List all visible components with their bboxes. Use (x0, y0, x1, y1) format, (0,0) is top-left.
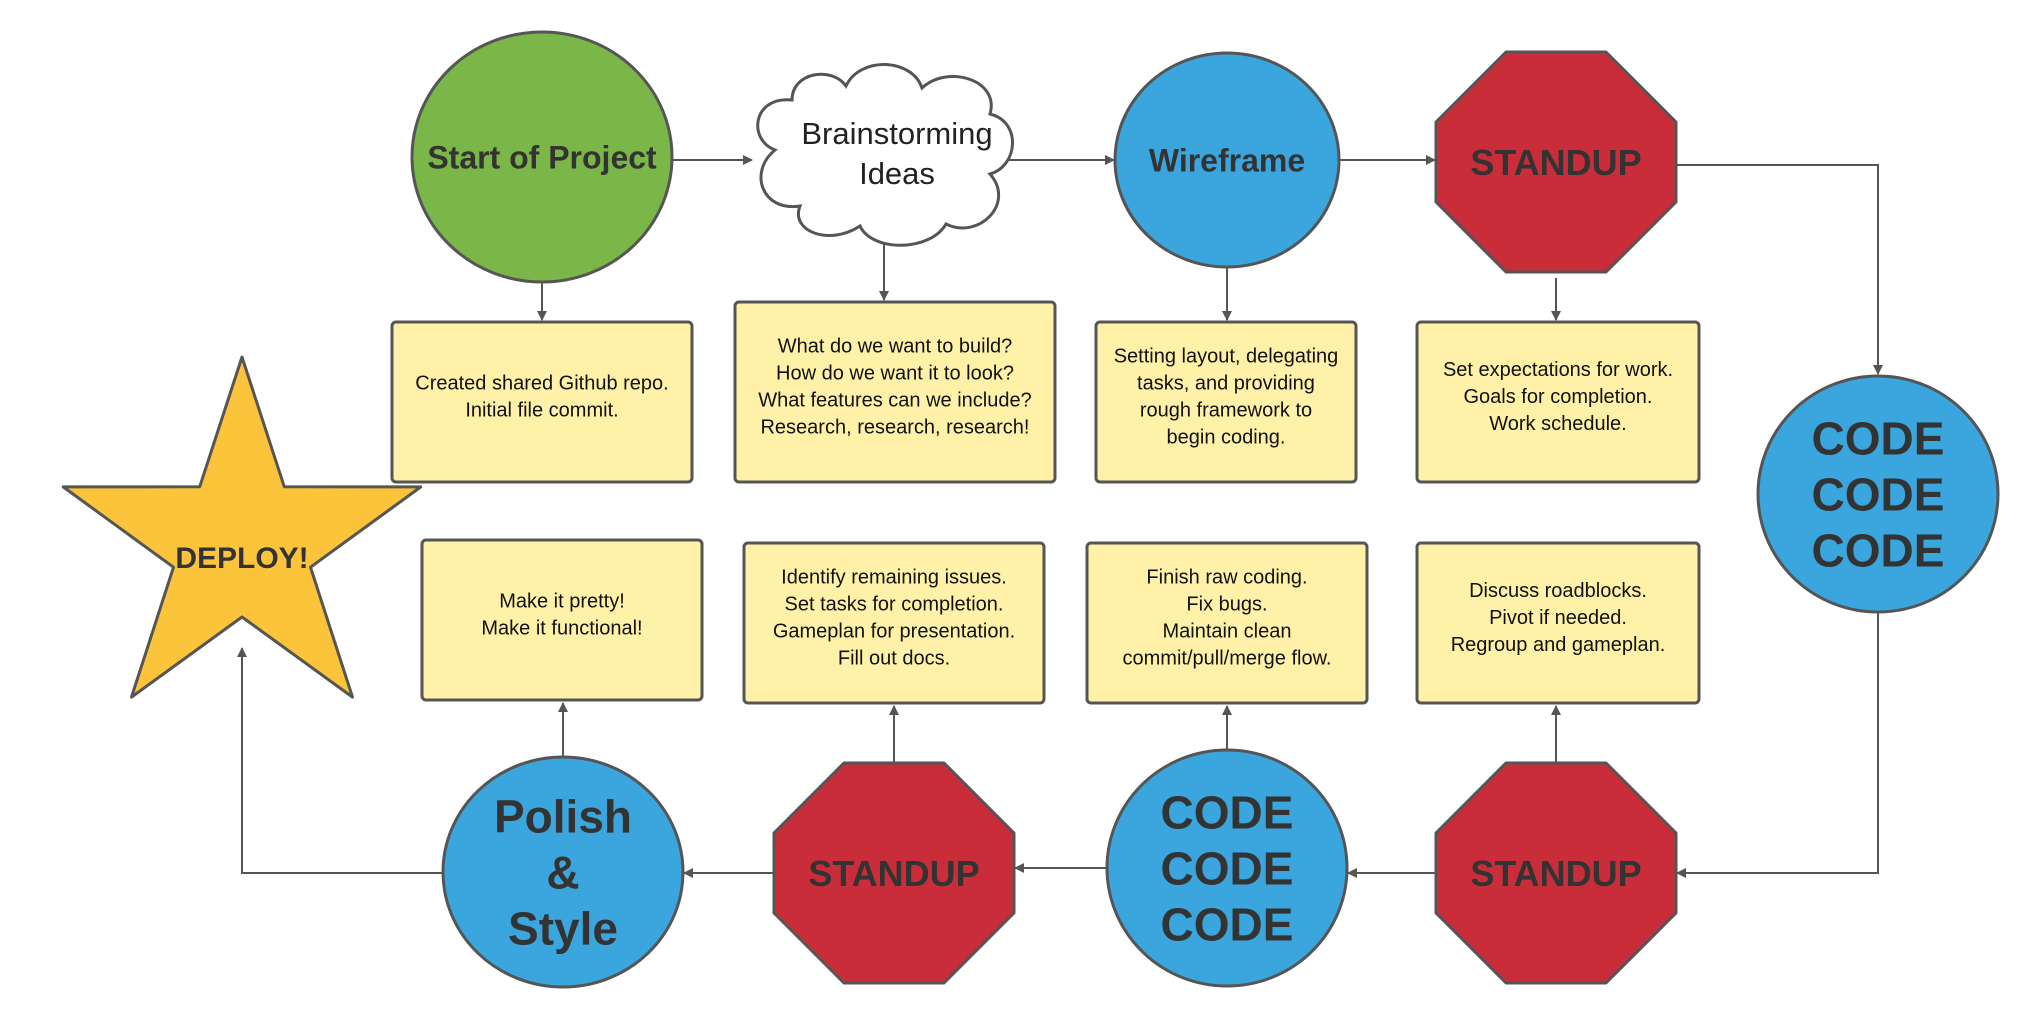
standup2-octagon-shape (1434, 761, 1678, 985)
brainstorm-cloud-shape (756, 63, 1014, 247)
wireframe-label-line-1: Wireframe (1149, 143, 1305, 179)
note-standup1-text-line-1: Set expectations for work. (1443, 359, 1673, 381)
arrow-standup1-to-code1 (1677, 164, 1883, 375)
note-code2-text-line-1: Finish raw coding. (1146, 567, 1307, 589)
note-code2-text-line-4: commit/pull/merge flow. (1123, 648, 1332, 670)
note-standup3-box (742, 541, 1046, 705)
node-deploy: DEPLOY! (61, 355, 423, 699)
note-start-text-line-1: Created shared Github repo. (415, 373, 669, 395)
code2-label-line-3: CODE (1161, 899, 1294, 951)
note-brainstorm-text-line-3: What features can we include? (758, 390, 1032, 412)
arrow-polish-to-deploy (237, 647, 443, 874)
note-standup2-text-line-2: Pivot if needed. (1489, 607, 1627, 629)
code2-label-line-2: CODE (1161, 843, 1294, 895)
polish-label-line-3: Style (508, 903, 618, 955)
note-polish: Make it pretty! Make it functional! (420, 538, 704, 702)
start-circle-shape (410, 30, 674, 284)
note-standup3: Identify remaining issues. Set tasks for … (742, 541, 1046, 705)
note-standup3-text-line-4: Fill out docs. (838, 648, 950, 670)
polish-circle-shape (441, 755, 685, 989)
standup1-octagon-shape (1434, 50, 1678, 274)
polish-label-line-1: Polish (494, 791, 632, 843)
note-brainstorm: What do we want to build? How do we want … (733, 300, 1057, 484)
note-standup3-text-line-2: Set tasks for completion. (785, 594, 1004, 616)
arrow-code1-to-standup2 (1676, 612, 1879, 878)
node-standup1: STANDUP (1434, 50, 1678, 274)
standup3-octagon-shape (772, 761, 1016, 985)
note-standup3-text-line-3: Gameplan for presentation. (773, 621, 1015, 643)
node-polish: Polish&Style (441, 755, 685, 989)
note-standup2: Discuss roadblocks. Pivot if needed. Regro… (1415, 541, 1701, 705)
note-brainstorm-text-line-4: Research, research, research! (760, 417, 1029, 439)
code2-circle-shape (1105, 748, 1349, 988)
note-wireframe-text-line-4: begin coding. (1167, 427, 1286, 449)
note-standup1-text-line-3: Work schedule. (1489, 413, 1626, 435)
deploy-label-line-1: DEPLOY! (175, 542, 308, 575)
polish-label-line-2: & (546, 847, 579, 899)
code1-label-line-3: CODE (1812, 525, 1945, 577)
note-start: Created shared Github repo. Initial file … (390, 320, 694, 484)
node-wireframe: Wireframe (1113, 51, 1341, 269)
code1-label-line-1: CODE (1812, 413, 1945, 465)
note-code2-box (1085, 541, 1369, 705)
note-standup2-box (1415, 541, 1701, 705)
connectors (237, 155, 1883, 878)
code1-label-line-2: CODE (1812, 469, 1945, 521)
wireframe-circle-shape (1113, 51, 1341, 269)
start-label-line-1: Start of Project (427, 140, 657, 176)
note-start-box (390, 320, 694, 484)
code1-circle-shape (1756, 374, 2000, 614)
note-standup2-text-line-1: Discuss roadblocks. (1469, 580, 1647, 602)
node-standup3: STANDUP (772, 761, 1016, 985)
note-standup1-box (1415, 320, 1701, 484)
note-wireframe-text-line-2: tasks, and providing (1137, 373, 1315, 395)
notes-layer: Created shared Github repo. Initial file … (390, 300, 1701, 705)
brainstorm-label-line-1: Brainstorming (801, 116, 992, 151)
note-code2-text-line-2: Fix bugs. (1186, 594, 1267, 616)
note-standup2-text-line-3: Regroup and gameplan. (1451, 634, 1666, 656)
brainstorm-label-line-2: Ideas (859, 156, 935, 191)
note-brainstorm-text-line-1: What do we want to build? (778, 336, 1013, 358)
deploy-star-shape (61, 355, 423, 699)
note-brainstorm-text-line-2: How do we want it to look? (776, 363, 1014, 385)
note-polish-text-line-2: Make it functional! (481, 618, 642, 640)
note-brainstorm-box (733, 300, 1057, 484)
note-wireframe-text-line-3: rough framework to (1140, 400, 1312, 422)
note-standup3-text-line-1: Identify remaining issues. (781, 567, 1007, 589)
note-code2-text-line-3: Maintain clean (1163, 621, 1292, 643)
standup3-label-line-1: STANDUP (808, 853, 979, 894)
note-wireframe: Setting layout, delegating tasks, and pro… (1094, 320, 1358, 484)
note-wireframe-box (1094, 320, 1358, 484)
node-start: Start of Project (410, 30, 674, 284)
node-standup2: STANDUP (1434, 761, 1678, 985)
note-wireframe-text-line-1: Setting layout, delegating (1114, 346, 1339, 368)
standup2-label-line-1: STANDUP (1470, 853, 1641, 894)
note-standup1: Set expectations for work. Goals for comp… (1415, 320, 1701, 484)
note-standup1-text-line-2: Goals for completion. (1464, 386, 1653, 408)
code2-label-line-1: CODE (1161, 787, 1294, 839)
standup1-label-line-1: STANDUP (1470, 142, 1641, 183)
note-start-text-line-2: Initial file commit. (465, 400, 618, 422)
note-polish-text-line-1: Make it pretty! (499, 591, 625, 613)
note-polish-box (420, 538, 704, 702)
note-code2: Finish raw coding. Fix bugs. Maintain clea… (1085, 541, 1369, 705)
